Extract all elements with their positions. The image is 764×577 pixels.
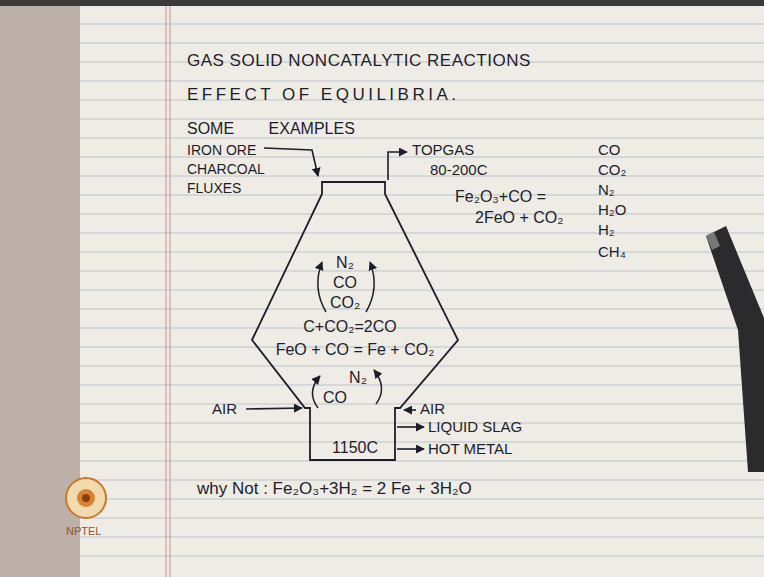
slag-arrow [397, 426, 424, 428]
gas-flow-arrow [312, 376, 320, 408]
page-title: GAS SOLID NONCATALYTIC REACTIONS [187, 52, 531, 70]
margin-line [165, 6, 166, 577]
logo-text: NPTEL [66, 522, 101, 540]
gas-species: CO [333, 274, 357, 292]
ruled-lines [80, 24, 764, 556]
paper-sheet [80, 0, 764, 577]
furnace-wall [252, 182, 458, 460]
furnace-shaft: N₂COCO₂C+CO₂=2COFeO + CO = Fe + CO₂N₂CO1… [245, 178, 465, 464]
air-inlet: AIR [212, 400, 237, 418]
gas-species: CO [598, 141, 621, 159]
top-edge [0, 0, 764, 6]
pen [706, 226, 764, 472]
gas-species: N₂ [349, 369, 367, 387]
gas-species: CO₂ [330, 294, 360, 312]
gas-species: N₂ [336, 254, 354, 272]
gas-species: CH₄ [598, 243, 626, 261]
outlet-label: LIQUID SLAG [428, 418, 522, 436]
gas-label: TOPGAS [412, 141, 474, 159]
section-heading: SOME EXAMPLES [187, 120, 355, 138]
nptel-logo [66, 478, 106, 518]
reaction-equation: C+CO₂=2CO [303, 318, 396, 336]
gas-flow-arrow [374, 370, 382, 404]
gas-flow-arrow [366, 262, 374, 312]
gas-species: CO [323, 389, 347, 407]
charge-item: IRON ORE [187, 141, 256, 159]
gas-species: H₂O [598, 201, 626, 219]
air-arrow [404, 409, 416, 411]
charge-item: CHARCOAL [187, 160, 265, 178]
reaction-equation: Fe₂O₃+CO = 2FeO + CO₂ [455, 186, 587, 228]
air-arrow [246, 408, 302, 409]
air-inlet: AIR [420, 400, 445, 418]
metal-arrow [397, 448, 424, 450]
temperature: 80-200C [430, 161, 488, 179]
reaction-equation: FeO + CO = Fe + CO₂ [276, 341, 435, 359]
gas-species: H₂ [598, 221, 615, 239]
topgas-arrow [388, 152, 407, 180]
charge-arrow [264, 148, 318, 176]
outlet-label: HOT METAL [428, 440, 512, 458]
charge-item: FLUXES [187, 179, 241, 197]
temperature: 1150C [332, 439, 378, 457]
pen-tip [706, 232, 720, 250]
margin-line [169, 6, 170, 577]
gas-flow-arrow [318, 262, 326, 312]
gas-species: CO₂ [598, 161, 626, 179]
gas-species: N₂ [598, 181, 615, 199]
subtitle: EFFECT OF EQUILIBRIA. [187, 86, 460, 104]
question-equation: why Not : Fe₂O₃+3H₂ = 2 Fe + 3H₂O [197, 480, 472, 498]
